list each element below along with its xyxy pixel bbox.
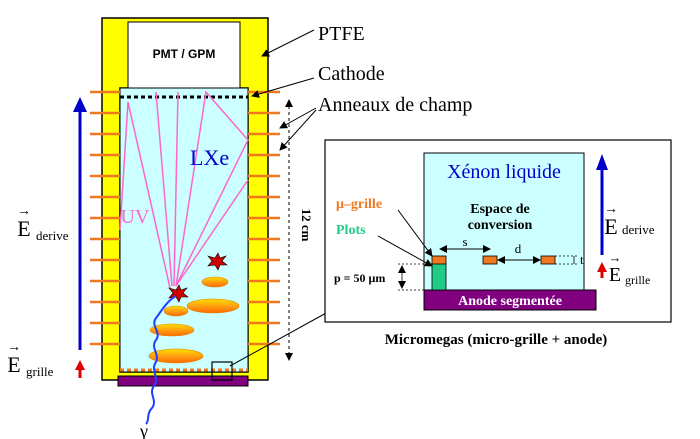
cathode-label: Cathode [318, 63, 385, 85]
drift-field-subscript: derive [36, 228, 69, 243]
electron-clouds [148, 276, 240, 364]
pads-label: Plots [336, 223, 366, 238]
micromegas-inset: Anode segmentée Xénon liquide Espace de … [324, 139, 672, 323]
inset-drift-subscript: derive [622, 222, 655, 237]
inset-grid-subscript: grille [625, 273, 650, 287]
plot-pillar [431, 262, 447, 291]
inset-marker [211, 361, 233, 381]
grid-pad-1 [431, 255, 447, 265]
grid-pad-2 [482, 255, 498, 265]
pmt-label: PMT / GPM [153, 47, 216, 61]
gamma-track [145, 295, 177, 425]
field-rings-label: Anneaux de champ [318, 94, 472, 116]
inset-grid-vector: → [609, 250, 622, 265]
lxe-label: LXe [190, 145, 229, 170]
grid-pad-3 [540, 255, 556, 265]
gamma-symbol: γ [139, 421, 148, 439]
grid-field-symbol: E [7, 352, 20, 377]
height-label: 12 cm [299, 209, 314, 242]
grid-field: → E grille [7, 340, 85, 379]
conversion-label-1: Espace de [470, 202, 530, 217]
drift-field-vector: → [17, 204, 31, 219]
inset-anode-label: Anode segmentée [458, 294, 562, 309]
pitch-label: s [462, 234, 467, 249]
inset-drift-vector: → [604, 202, 618, 217]
drift-field: → E derive [17, 97, 87, 350]
height-dimension: 12 cm [285, 99, 314, 361]
inset-liquid [423, 152, 585, 291]
field-rings [90, 90, 280, 346]
inset-anode [423, 289, 597, 311]
ptfe-label: PTFE [318, 23, 365, 45]
inset-drift-symbol: E [604, 214, 617, 239]
gap-label: d [515, 241, 522, 256]
uv-lines [119, 90, 249, 289]
inset-medium-label: Xénon liquide [447, 161, 561, 183]
gap-height-label: p = 50 μm [334, 271, 385, 285]
anode-bar [117, 375, 249, 387]
micro-grid-label: μ–grille [336, 197, 382, 212]
grid-field-vector: → [7, 340, 21, 355]
interaction-bursts [168, 252, 228, 303]
thickness-label: t [580, 252, 584, 267]
conversion-label-2: conversion [468, 218, 533, 233]
callouts: PTFE Cathode Anneaux de champ [251, 23, 472, 151]
inset-grid-symbol: E [609, 264, 621, 286]
grid-field-subscript: grille [26, 364, 54, 379]
uv-label: UV [121, 206, 150, 228]
inset-marker-link [229, 311, 329, 367]
inset-caption: Micromegas (micro-grille + anode) [385, 332, 608, 348]
pmt-box [127, 21, 241, 89]
drift-field-symbol: E [17, 216, 30, 241]
detector: PMT / GPM UV LXe [90, 17, 329, 439]
